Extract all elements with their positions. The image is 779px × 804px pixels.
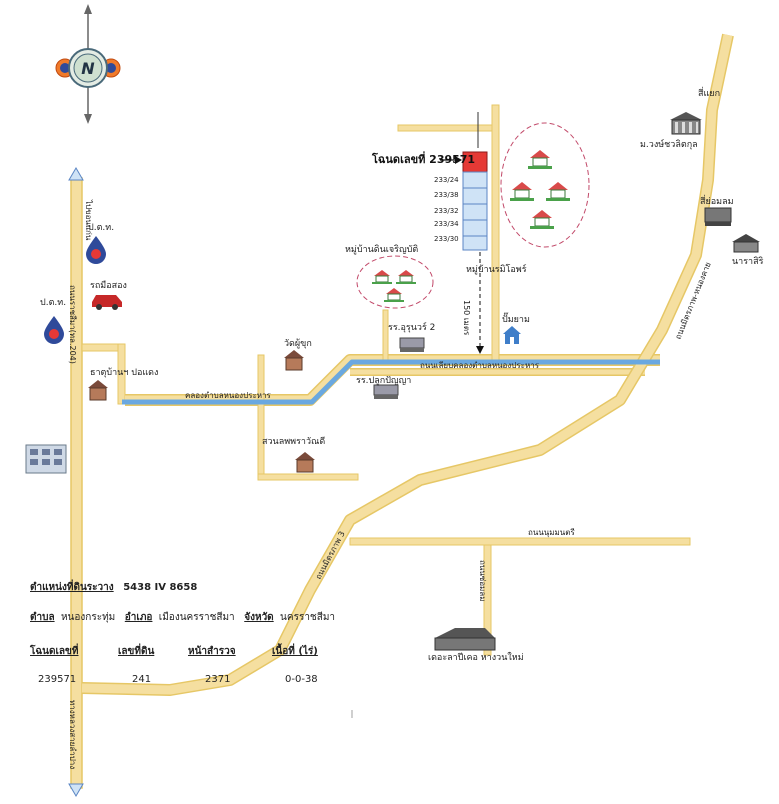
subplot-label-2: 233/38	[434, 191, 459, 199]
intersection-label: สี่แยก	[698, 86, 720, 99]
subplot-label-4: 233/34	[434, 220, 459, 228]
school-2-label: รร.ปลูกปัญญา	[356, 376, 411, 386]
gas-station-icon	[503, 326, 521, 344]
factory-icon	[434, 628, 496, 651]
road-plot-vertical	[491, 104, 500, 361]
compass-letter: N	[81, 59, 95, 78]
school-1-icon	[399, 337, 425, 352]
ptt-top-label: ป.ต.ท.	[88, 223, 114, 233]
junction-building-icon	[704, 207, 732, 226]
road-temple-vertical	[257, 354, 265, 481]
road-left-bottom-label: ทางหลวงสายลำปาง	[68, 700, 77, 769]
road-left-vertical	[70, 177, 83, 789]
ptt-station-left-icon	[44, 316, 64, 344]
temple-2-label: สวนลพพราวัณดี	[262, 436, 325, 447]
ptt-station-icon	[86, 236, 106, 264]
grid-label: ตำแหน่งที่ดินระวาง	[30, 582, 114, 593]
ptt-left-label: ป.ต.ท.	[40, 298, 66, 308]
subplot-label-5: 233/30	[434, 235, 459, 243]
table-cell-survey: 2371	[205, 674, 231, 685]
amphoe-value: เมืองนครราชสีมา	[158, 612, 235, 623]
table-cell-land-no: 241	[132, 674, 152, 685]
gas-station-label: ปั๊มยาม	[502, 312, 530, 325]
road-diagonal-label: ถนนมิตรภาพ 3	[314, 530, 347, 581]
car-dealer-label: รถมือสอง	[90, 280, 127, 291]
junction-label: สี่ย่อมลม	[700, 194, 734, 207]
village-left-label: หมู่บ้านดินเจริญบัติ	[345, 244, 418, 255]
canal-line	[122, 359, 660, 405]
amphoe-label: อำเภอ	[124, 612, 153, 623]
tambon-value: หนองกระทุ่ม	[60, 612, 116, 623]
temple-2-icon	[295, 452, 315, 473]
village-left: หมู่บ้านดินเจริญบัติ	[345, 244, 434, 309]
table-header-deed: โฉนดเลขที่	[30, 646, 79, 657]
village-right-label: หมู่บ้านรมิโอพร์	[466, 263, 527, 275]
tambon-label: ตำบล	[30, 612, 55, 623]
road-vertical-south-label: ถนนซ่อมลม	[478, 560, 487, 601]
road-east	[349, 537, 691, 546]
road-top-plot	[397, 124, 499, 132]
province-value: นครราชสีมา	[280, 612, 336, 623]
roads	[70, 33, 734, 789]
subplot-label-3: 233/32	[434, 207, 459, 215]
temple-1-icon	[284, 350, 304, 371]
factory-label: เดอะลาปีเคอ หางวนใหม่	[428, 652, 524, 663]
left-building-label: ธาตุบ้านฯ ปอแดง	[90, 367, 158, 378]
road-horizontal-label: ถนนเลียบคลองตำบลหนองประหาร	[420, 361, 540, 370]
village-right: หมู่บ้านรมิโอพร์	[466, 122, 590, 275]
grid-value: 5438 IV 8658	[123, 582, 198, 593]
canal-label: คลองตำบลหนองประหาร	[185, 391, 272, 400]
top-left-sign: ไปขอนแก่น	[84, 199, 93, 241]
table-header-land-no: เลขที่ดิน	[118, 646, 155, 657]
table-cell-deed: 239571	[38, 674, 77, 685]
road-left-connector-2	[117, 343, 126, 405]
university-icon	[670, 112, 702, 135]
road-temple-horizontal	[257, 473, 359, 481]
temple-1-label: วัดผู้ขุก	[284, 338, 312, 349]
table-header-area: เนื้อที่ (ไร่)	[272, 646, 318, 657]
car-icon	[92, 295, 122, 310]
subplot-label-1: 233/24	[434, 176, 459, 184]
school-2-icon	[373, 384, 399, 399]
land-plot: โฉนดเลขที่ 239571 233/24 233/38 233/32 2…	[371, 112, 488, 354]
naratsiri-icon	[732, 234, 760, 253]
road-left-arrow-up	[68, 167, 84, 181]
left-building-icon	[88, 380, 108, 401]
university-label: ม.วงษ์ชวลิตกุล	[640, 138, 698, 150]
table-cell-area: 0-0-38	[285, 674, 318, 685]
road-vertical-south	[483, 544, 492, 656]
office-building-icon	[25, 444, 67, 474]
distance-label: 150 เมตร	[462, 300, 471, 336]
road-east-label: ถนนนุมมนตรี	[528, 528, 575, 537]
province-label: จังหวัด	[244, 612, 274, 623]
road-left-arrow-down	[68, 783, 84, 797]
naratsiri-label: นาราสิริ	[732, 256, 764, 267]
plot-deed-label: โฉนดเลขที่ 239571	[371, 151, 475, 166]
table-header-survey: หน้าสำรวจ	[188, 646, 236, 657]
road-left-vertical-label: ถนนราชสีมา(ทล.204)	[68, 285, 77, 364]
road-left-connector-1	[81, 343, 123, 352]
road-school	[382, 309, 389, 361]
compass-rose: N	[55, 4, 121, 124]
school-1-label: รร.อุรุนวร์ 2	[388, 321, 435, 333]
